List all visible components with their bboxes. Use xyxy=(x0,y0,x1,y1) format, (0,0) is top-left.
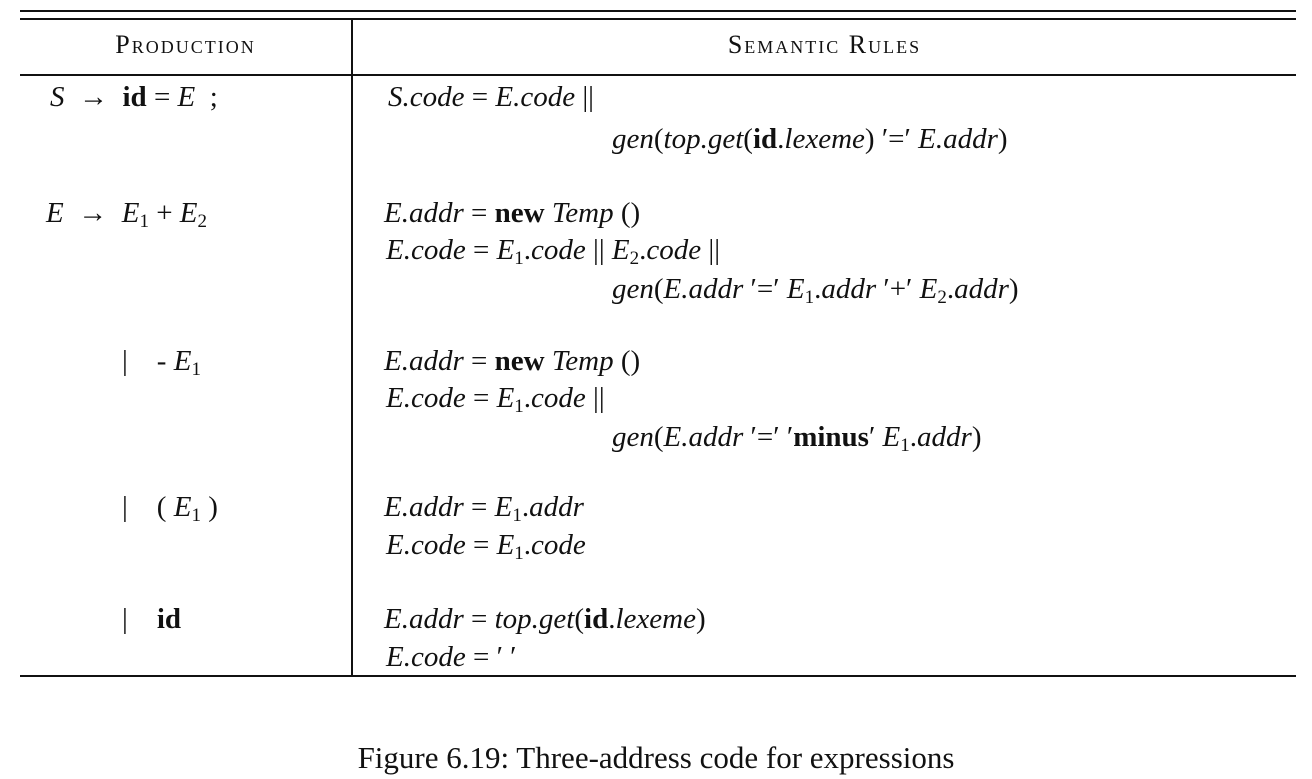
rule-id-code: E.code = ′ ′ xyxy=(386,641,517,673)
rule-minus-addr: E.addr = new Temp () xyxy=(384,345,641,377)
production-e-id: | id xyxy=(122,603,181,635)
production-e-minus: | - E1 xyxy=(122,345,201,380)
production-s-assign: S → id = E ; xyxy=(50,81,218,113)
header-rule xyxy=(20,74,1296,76)
rule-plus-addr: E.addr = new Temp () xyxy=(384,197,641,229)
rule-plus-gen: gen(E.addr ′=′ E1.addr ′+′ E2.addr) xyxy=(612,273,1019,308)
rule-minus-gen: gen(E.addr ′=′ ′minus′ E1.addr) xyxy=(612,421,982,456)
rule-minus-code: E.code = E1.code || xyxy=(386,382,605,417)
production-e-paren: | ( E1 ) xyxy=(122,491,218,526)
bottom-rule xyxy=(20,675,1296,677)
column-divider xyxy=(351,19,353,676)
production-e-plus: E → E1 + E2 xyxy=(46,197,208,232)
figure-caption: Figure 6.19: Three-address code for expr… xyxy=(357,740,955,775)
rule-id-addr: E.addr = top.get(id.lexeme) xyxy=(384,603,706,635)
rule-plus-code: E.code = E1.code || E2.code || xyxy=(386,234,721,269)
rule-s-gen: gen(top.get(id.lexeme) ′=′ E.addr) xyxy=(612,123,1008,155)
rule-paren-addr: E.addr = E1.addr xyxy=(384,491,584,526)
top-rule-outer xyxy=(20,10,1296,12)
rule-paren-code: E.code = E1.code xyxy=(386,529,586,564)
top-rule-inner xyxy=(20,18,1296,20)
header-production: Production xyxy=(115,30,256,59)
rule-s-code: S.code = E.code || xyxy=(388,81,594,113)
header-semantic-rules: Semantic Rules xyxy=(727,30,922,59)
